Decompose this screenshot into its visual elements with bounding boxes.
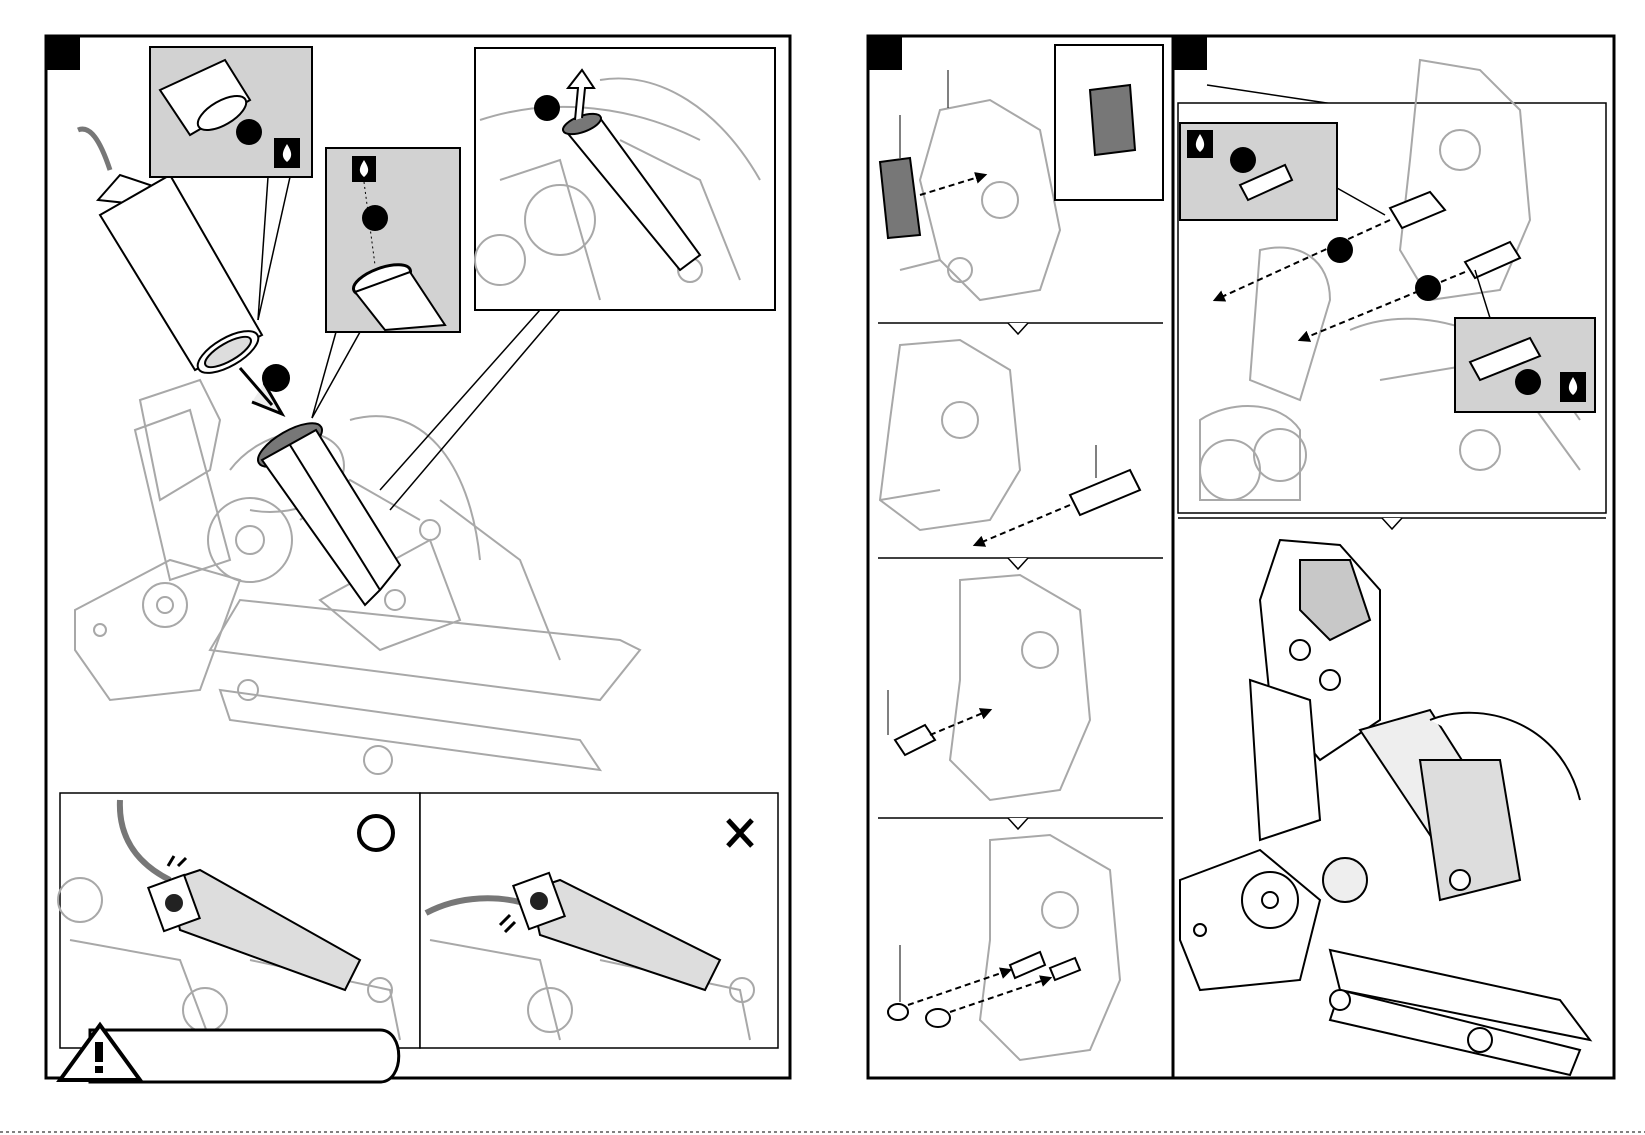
callout-badge-1 <box>262 364 290 392</box>
callout-badge-8 <box>1515 369 1541 395</box>
callout-badge-3 <box>362 205 388 231</box>
comparison-correct <box>58 793 420 1048</box>
callout-badge-2 <box>236 119 262 145</box>
step-marker-left <box>46 36 80 70</box>
right-left-panel <box>868 36 1173 1078</box>
step-marker-right <box>1173 36 1207 70</box>
comparison-wrong <box>420 793 778 1048</box>
left-panel <box>46 36 790 1082</box>
callout-badge-6 <box>1415 275 1441 301</box>
step-marker-middle <box>868 36 902 70</box>
callout-badge-7 <box>1230 147 1256 173</box>
callout-badge-5 <box>1327 237 1353 263</box>
callout-badge-4 <box>534 95 560 121</box>
right-right-panel <box>1173 36 1614 1078</box>
warning-banner <box>60 1025 399 1082</box>
